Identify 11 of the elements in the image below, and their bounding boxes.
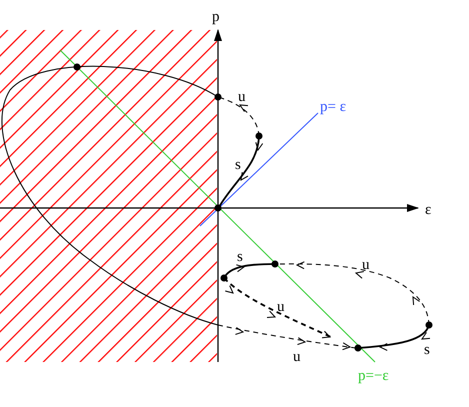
- curve-label: s: [235, 158, 241, 173]
- curve-label: u: [293, 350, 300, 365]
- curve-label: u: [238, 90, 246, 105]
- curve-label: u: [362, 258, 370, 273]
- curve-label: s: [424, 343, 430, 358]
- axis-label: ε: [425, 203, 432, 218]
- line-label: p= ε: [320, 100, 346, 115]
- curve-label: s: [237, 250, 243, 265]
- curve-label: u: [277, 300, 284, 315]
- axis-label: p: [212, 10, 220, 25]
- line-label: p=−ε: [358, 369, 389, 384]
